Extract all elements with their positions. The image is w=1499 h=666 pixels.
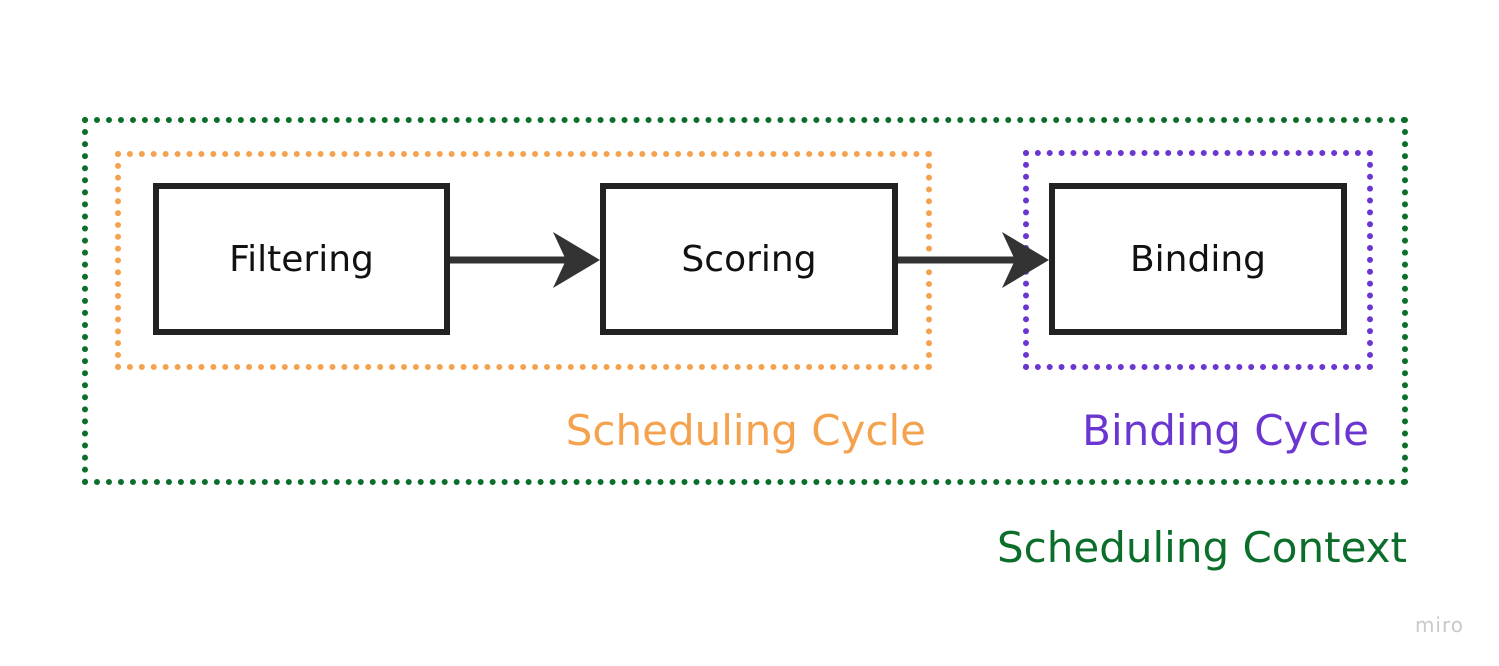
scoring-label: Scoring <box>681 238 817 280</box>
binding-label: Binding <box>1129 238 1267 280</box>
binding-cycle-label: Binding Cycle <box>1082 406 1369 455</box>
scoring-node[interactable]: Scoring <box>600 183 898 335</box>
scheduling-context-frame <box>82 117 1408 485</box>
scheduling-cycle-label: Scheduling Cycle <box>565 406 926 455</box>
binding-node[interactable]: Binding <box>1049 183 1347 335</box>
miro-watermark: miro <box>1414 613 1464 637</box>
filtering-node[interactable]: Filtering <box>153 183 450 335</box>
scheduling-context-label: Scheduling Context <box>997 523 1407 572</box>
filtering-label: Filtering <box>229 238 374 280</box>
